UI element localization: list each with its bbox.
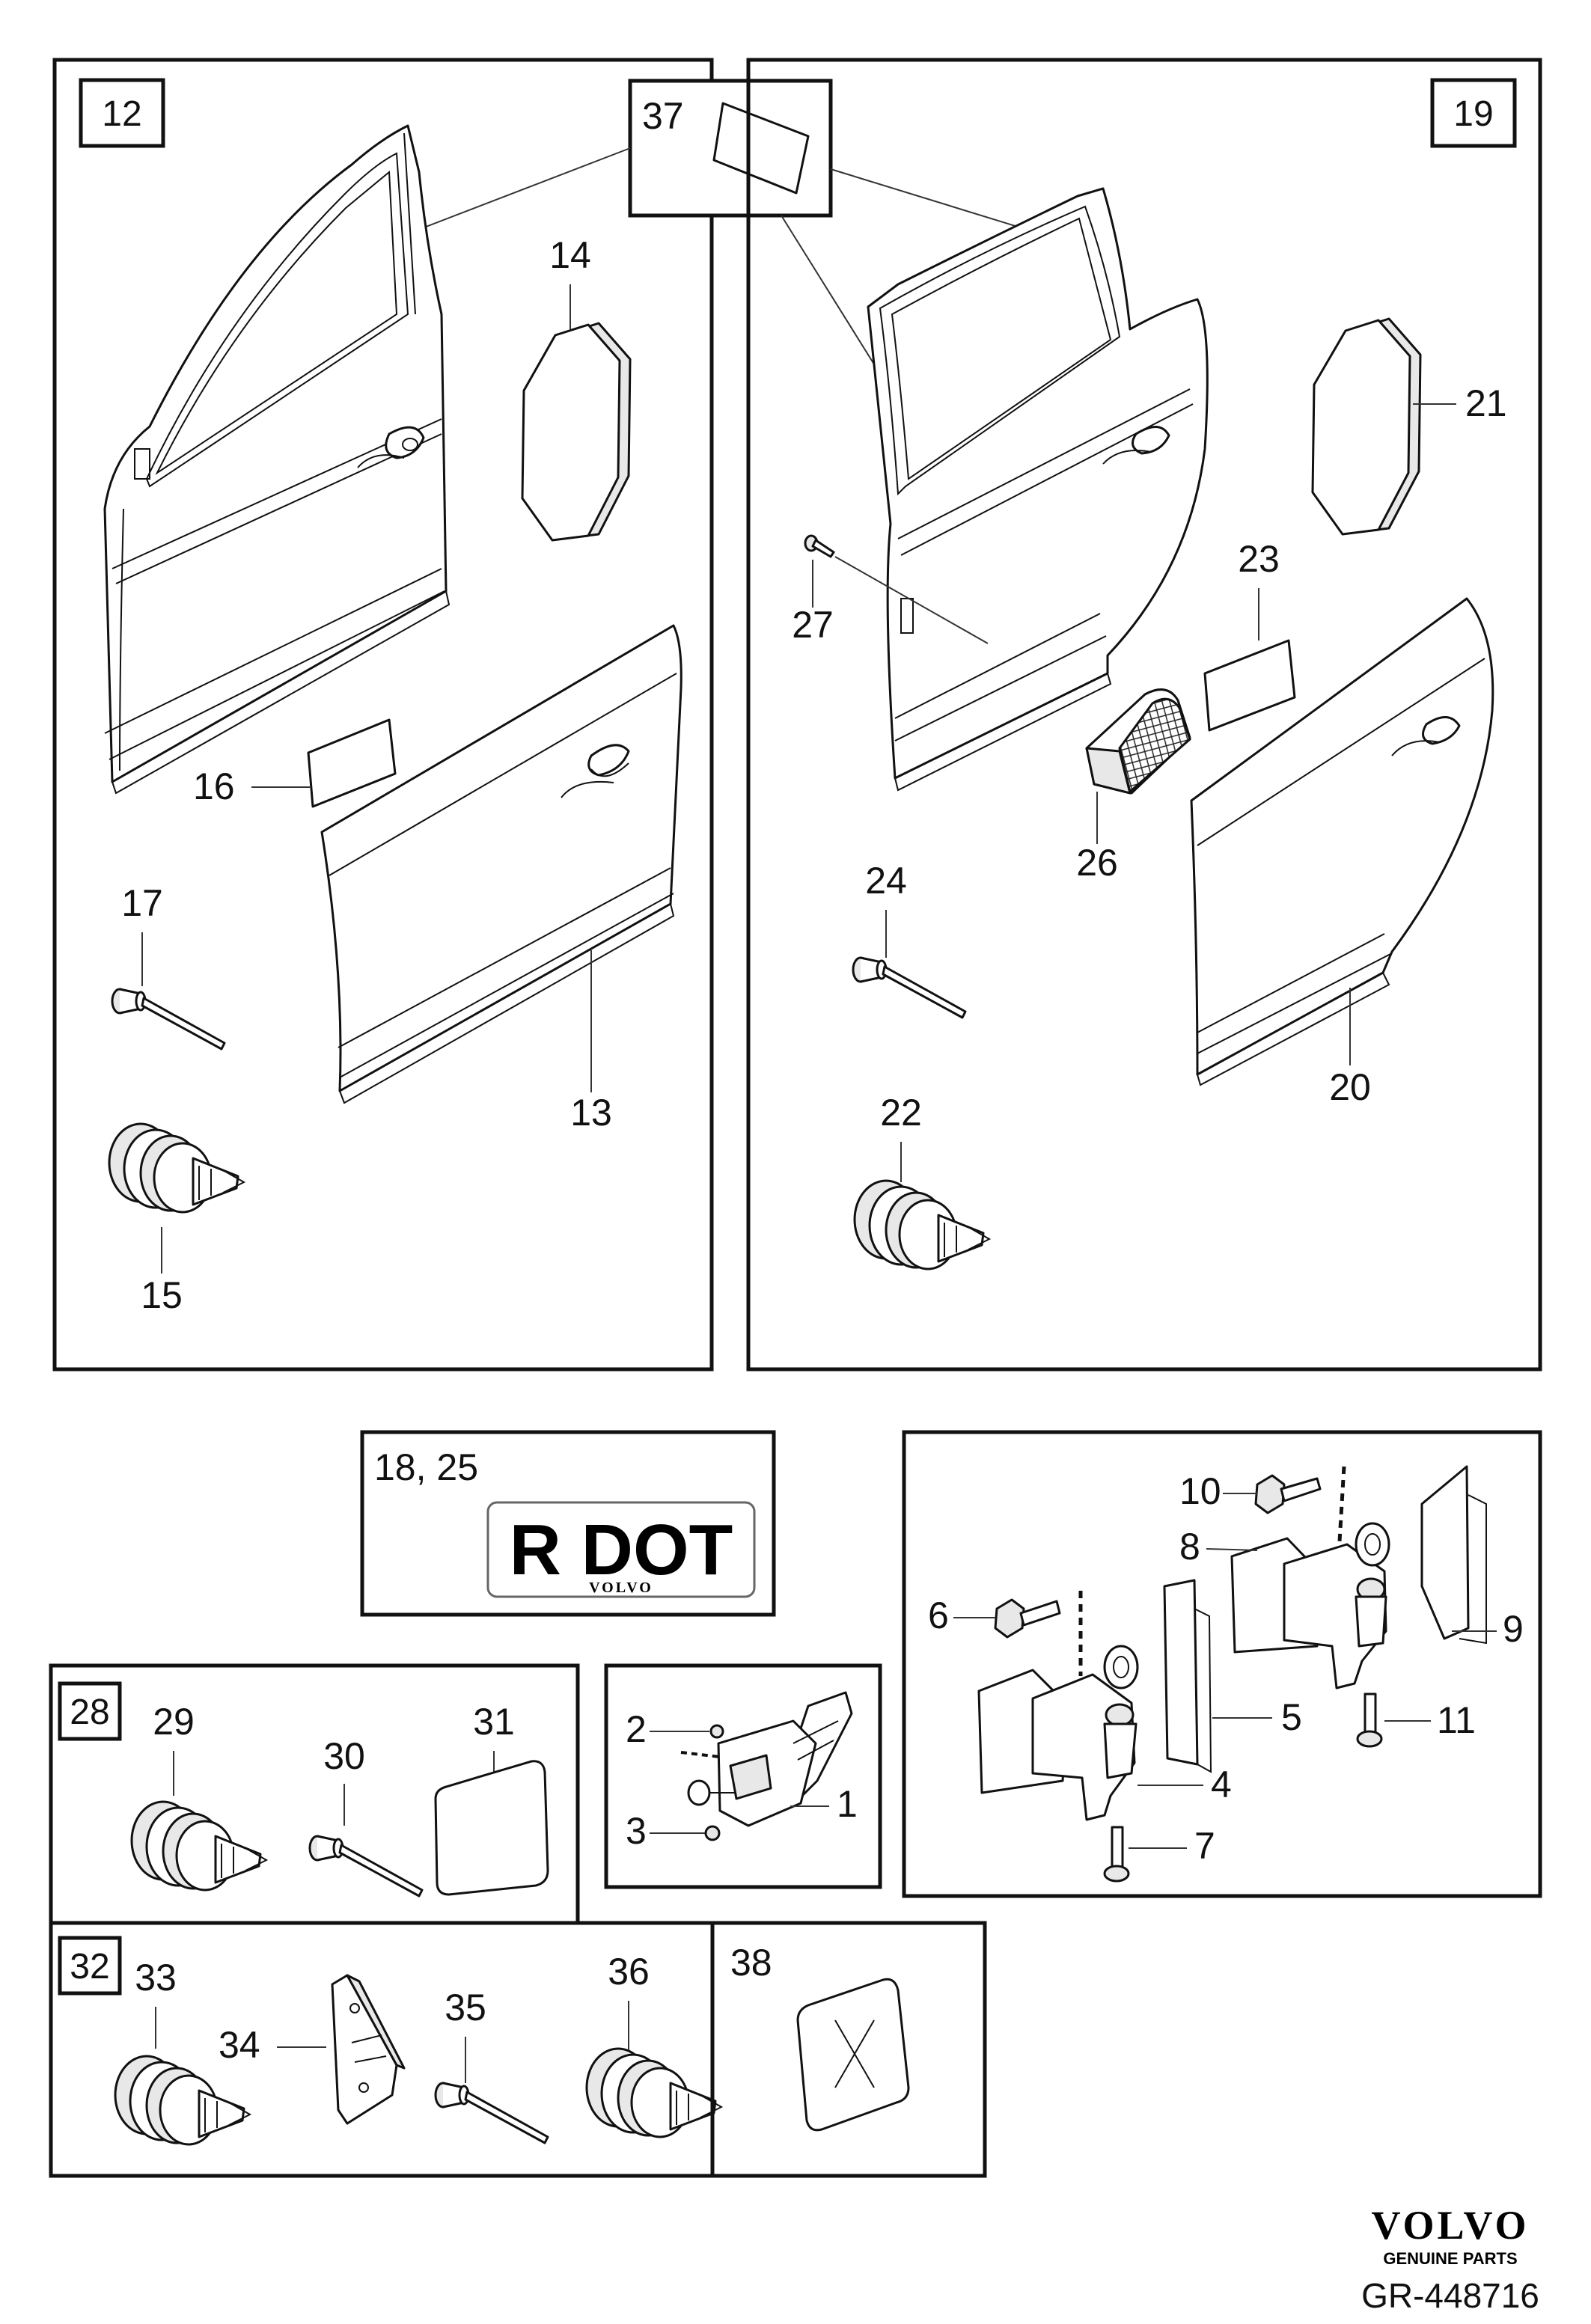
hinge-group: 10 6 11 7 8 9 5 4 [902,1430,1542,1898]
rivet-30 [308,1835,424,1898]
callout-24: 24 [865,860,907,902]
bolt-6 [994,1598,1061,1639]
group-38: 38 [710,1921,987,2178]
rivet-17 [111,988,226,1051]
clip-36 [585,2047,723,2138]
callout-31: 31 [473,1701,515,1743]
insulator-14 [521,322,632,542]
callout-3: 3 [626,1810,647,1852]
callout-26: 26 [1076,842,1118,884]
footer-brand: VOLVO [1372,2203,1530,2248]
r-dot-brand: VOLVO [589,1580,653,1596]
callout-23: 23 [1238,538,1280,580]
foil-patch-23 [1203,639,1296,732]
hinge-frame [902,1430,1542,1898]
callout-12: 12 [102,94,141,134]
trim-34 [331,1974,406,2125]
patch-31 [434,1760,549,1896]
rear-door-frame [746,58,1542,1372]
callout-21: 21 [1465,382,1507,424]
callout-37: 37 [642,95,684,137]
clip-33 [114,2055,251,2146]
rear-door-group: 19 21 27 [746,58,1542,1372]
callout-20: 20 [1329,1066,1371,1108]
clip-22 [853,1179,991,1270]
callout-33: 33 [135,1957,177,1999]
callout-2: 2 [626,1708,647,1750]
rear-door-shell [867,187,1209,792]
group-box-32 [58,1936,122,1996]
label-frame [360,1430,776,1617]
foil-patch-16 [307,718,397,808]
front-door-group: 12 37 14 [52,58,833,1372]
patch-38 [796,1978,910,2132]
callout-28: 28 [70,1692,109,1732]
callout-15: 15 [141,1274,183,1316]
check-strap-1 [687,1691,853,1827]
callout-11: 11 [1437,1699,1476,1741]
hinge-upper [1230,1465,1487,1690]
callout-38: 38 [730,1942,772,1984]
callout-30: 30 [323,1735,365,1777]
callout-36: 36 [608,1951,650,1993]
callout-4: 4 [1211,1764,1232,1805]
group-box-12 [79,78,165,148]
callout-7: 7 [1194,1825,1215,1867]
group-box-28 [58,1681,122,1741]
callout-16: 16 [193,765,235,807]
callout-9: 9 [1503,1608,1524,1650]
callout-6: 6 [928,1594,949,1636]
callout-27: 27 [792,604,834,646]
group-box-19 [1430,78,1517,148]
bolt-11 [1356,1692,1383,1748]
callout-13: 13 [570,1092,612,1134]
outer-panel-13 [320,624,682,1104]
bolt-10 [1254,1474,1322,1514]
bolt-27 [804,534,835,558]
rivet-35 [434,2082,549,2144]
callout-19: 19 [1453,94,1493,134]
callout-5: 5 [1281,1696,1302,1738]
clip-15 [108,1122,245,1214]
r-dot-title: R DOT [510,1510,733,1590]
nut-3 [704,1825,721,1841]
clip-29 [130,1800,268,1892]
front-door-shell [103,124,451,795]
screw-2 [709,1724,724,1739]
check-strap-group: 2 3 1 [604,1663,882,1889]
callout-32: 32 [70,1947,109,1987]
hinge-lower [977,1579,1212,1821]
r-dot-label [486,1501,756,1598]
callout-14: 14 [549,234,591,276]
callout-18-25: 18, 25 [374,1446,478,1488]
group-32: 32 33 34 35 36 [49,1921,723,2178]
callout-22: 22 [880,1092,922,1134]
foil-patch-37 [712,102,810,195]
callout-8: 8 [1179,1526,1200,1568]
callout-34: 34 [219,2024,260,2066]
callout-17: 17 [121,882,163,924]
foam-block-26 [1085,688,1191,795]
group-28: 28 29 30 31 [49,1663,580,1925]
rivet-24 [852,956,967,1019]
insulator-21 [1311,317,1422,536]
callout-35: 35 [445,1987,486,2028]
callout-10: 10 [1179,1470,1221,1512]
check-strap-frame [604,1663,882,1889]
footer-code: GR-448716 [1361,2276,1539,2315]
outer-panel-20 [1190,597,1494,1086]
callout-1: 1 [837,1783,858,1825]
group-38-frame [710,1921,987,2178]
label-group: 18, 25 R DOT VOLVO [360,1430,776,1617]
callout-29: 29 [153,1701,195,1743]
bolt-7 [1103,1826,1130,1883]
front-door-frame [52,58,714,1372]
footer-tagline: GENUINE PARTS [1383,2249,1517,2268]
